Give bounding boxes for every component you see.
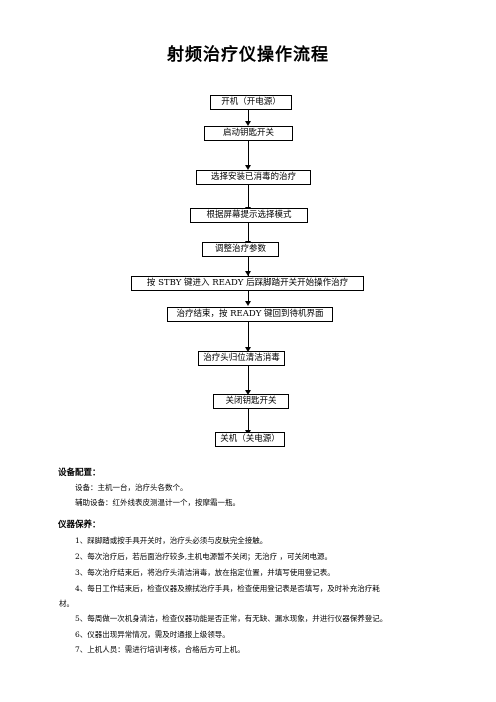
- flow-step-clean-head: 治疗头归位清洁消毒: [198, 351, 285, 366]
- config-line: 辅助设备：红外线表皮测温计一个，按摩霜一瓶。: [75, 498, 240, 507]
- flow-step-select-mode: 根据屏幕提示选择模式: [190, 208, 308, 223]
- maintenance-line: 5、每周做一次机身清洁，检查仪器功能是否正常，有无缺、漏水现象，并进行仪器保养登…: [75, 614, 388, 623]
- maintenance-line: 4、每日工作结束后，检查仪器及擦拭治疗手具，检查使用登记表是否填写，及时补充治疗…: [75, 584, 380, 593]
- arrow-down-icon: [245, 301, 251, 306]
- flow-connector: [248, 141, 249, 165]
- maintenance-line: 6、仪器出现异常情况，需及时通报上级领导。: [75, 630, 230, 639]
- config-heading: 设备配置：: [58, 468, 101, 478]
- config-line: 设备：主机一台，治疗头各数个。: [75, 483, 188, 492]
- flow-connector: [248, 322, 249, 349]
- flow-connector: [248, 366, 249, 390]
- maintenance-line: 7、上机人员：需进行培训考核，合格后方可上机。: [75, 645, 245, 654]
- arrow-down-icon: [245, 121, 251, 126]
- page-title: 射频治疗仪操作流程: [167, 45, 329, 65]
- flow-step-key-switch-off: 关闭钥匙开关: [213, 394, 289, 409]
- maintenance-line: 1、踩脚踏或按手具开关时，治疗头必须与皮肤完全接触。: [75, 536, 268, 545]
- arrow-down-icon: [245, 165, 251, 170]
- maintenance-line: 材。: [59, 599, 74, 608]
- arrow-down-icon: [245, 347, 251, 352]
- flow-step-power-off: 关机（关电源）: [215, 432, 285, 447]
- maintenance-heading: 仪器保养：: [58, 520, 101, 530]
- flow-connector: [248, 257, 249, 276]
- maintenance-line: 2、每次治疗后，若后面治疗较多,主机电源暂不关闭；无治疗 ，可关闭电源。: [75, 552, 333, 561]
- flow-step-key-switch-on: 启动钥匙开关: [204, 126, 293, 141]
- arrow-down-icon: [245, 271, 251, 276]
- flow-connector: [248, 185, 249, 207]
- maintenance-line: 3、每次治疗结束后，将治疗头清洁消毒，放在指定位置，并填写使用登记表。: [75, 568, 335, 577]
- arrow-down-icon: [245, 390, 251, 395]
- flow-step-end-treatment: 治疗结束，按 READY 键回到待机界面: [167, 307, 333, 322]
- flow-connector: [248, 110, 249, 121]
- flow-connector: [248, 223, 249, 241]
- flow-connector: [248, 291, 249, 301]
- flow-step-adjust-params: 调整治疗参数: [202, 242, 279, 257]
- flow-connector: [248, 409, 249, 430]
- flow-step-start-treatment: 按 STBY 键进入 READY 后踩脚踏开关开始操作治疗: [131, 276, 364, 291]
- flow-step-power-on: 开机（开电源）: [210, 95, 292, 110]
- flow-step-select-head: 选择安装已消毒的治疗: [196, 170, 311, 185]
